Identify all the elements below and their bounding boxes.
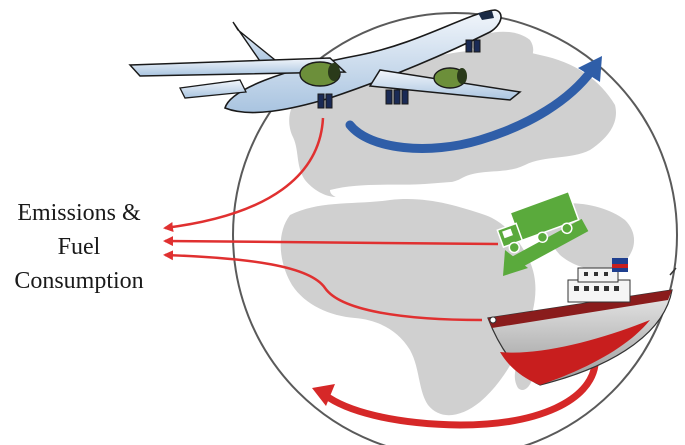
ship-icon — [487, 258, 677, 386]
emissions-fuel-label: Emissions & Fuel Consumption — [0, 196, 158, 298]
sea-route-arrow — [312, 361, 599, 429]
label-line-1: Emissions & — [17, 200, 141, 226]
landmass-africa — [280, 199, 536, 416]
label-line-3: Consumption — [14, 268, 144, 294]
emission-arrows — [163, 117, 499, 322]
emission-arrow-ship — [163, 250, 483, 322]
mediterranean-sea — [330, 181, 510, 200]
air-route-arrow — [345, 56, 602, 153]
airplane-icon — [128, 9, 522, 114]
truck-route-arrow — [503, 218, 589, 276]
label-line-2: Fuel — [57, 234, 101, 260]
truck-icon — [496, 190, 580, 254]
emission-arrow-truck — [163, 236, 499, 247]
landmass-scandinavia — [470, 31, 534, 72]
emission-arrow-airplane — [163, 117, 325, 232]
engine-right — [433, 67, 467, 89]
engine-left — [299, 61, 341, 87]
